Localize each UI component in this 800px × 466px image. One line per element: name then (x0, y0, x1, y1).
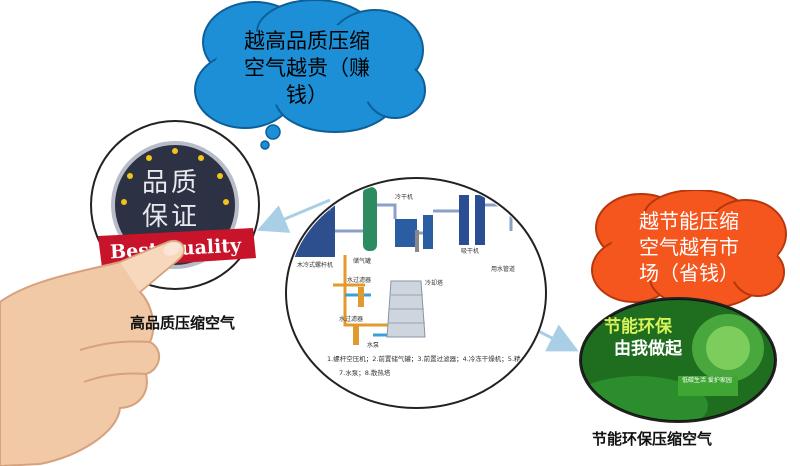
quality-badge (90, 120, 260, 290)
label-dryer: 冷干机 (395, 193, 413, 201)
poster-title-2: 由我做起 (614, 338, 683, 359)
diagram-legend-line: 7.水泵；8.散热塔 (339, 368, 391, 377)
diagram-legend-line: 1.螺杆空压机；2.前置储气罐；3.前置过滤器；4.冷冻干燥机；5.精 (327, 354, 521, 363)
orange-cloud-line: 场（省钱） (639, 261, 739, 285)
label-filter-b: 水过滤器 (339, 315, 363, 323)
pointing-hand-image (0, 239, 185, 466)
blue-cloud-text: 越高品质压缩 空气越贵（赚 钱） (222, 28, 392, 109)
caption-left: 高品质压缩空气 (130, 314, 236, 332)
orange-speech-cloud (591, 190, 787, 332)
compressed-air-system-diagram: 木冷式螺杆机 储气罐 冷干机 吸干机 水过滤器 水过滤器 冷却塔 水泵 用水管道… (285, 177, 547, 409)
label-filter-a: 水过滤器 (347, 276, 371, 284)
label-filter-right: 吸干机 (461, 247, 479, 255)
label-pump: 水泵 (367, 341, 379, 349)
orange-cloud-line: 越节能压缩 (639, 209, 739, 233)
blue-cloud-line: 越高品质压缩 (244, 29, 370, 53)
blue-cloud-line: 钱） (286, 83, 328, 107)
poster-title-1: 节能环保 (604, 316, 673, 337)
badge-text-line2: 保证 (142, 202, 201, 232)
blue-speech-cloud (194, 0, 426, 150)
orange-cloud-line: 空气越有市 (639, 235, 739, 259)
label-tank: 储气罐 (353, 257, 371, 265)
label-compressor: 木冷式螺杆机 (297, 261, 333, 269)
badge-text-line1: 品质 (142, 168, 201, 198)
blue-cloud-line: 空气越贵（赚 (244, 56, 370, 80)
caption-right: 节能环保压缩空气 (592, 430, 713, 448)
arrow-to-quality (256, 198, 331, 233)
poster-sub: 低碳生活 爱护家园 (682, 376, 732, 384)
energy-saving-poster: 节能环保 由我做起 低碳生活 爱护家园 (579, 297, 777, 423)
orange-cloud-text: 越节能压缩 空气越有市 场（省钱） (614, 208, 764, 286)
label-tower: 冷却塔 (425, 279, 443, 287)
label-outlet: 用水管道 (491, 265, 515, 273)
